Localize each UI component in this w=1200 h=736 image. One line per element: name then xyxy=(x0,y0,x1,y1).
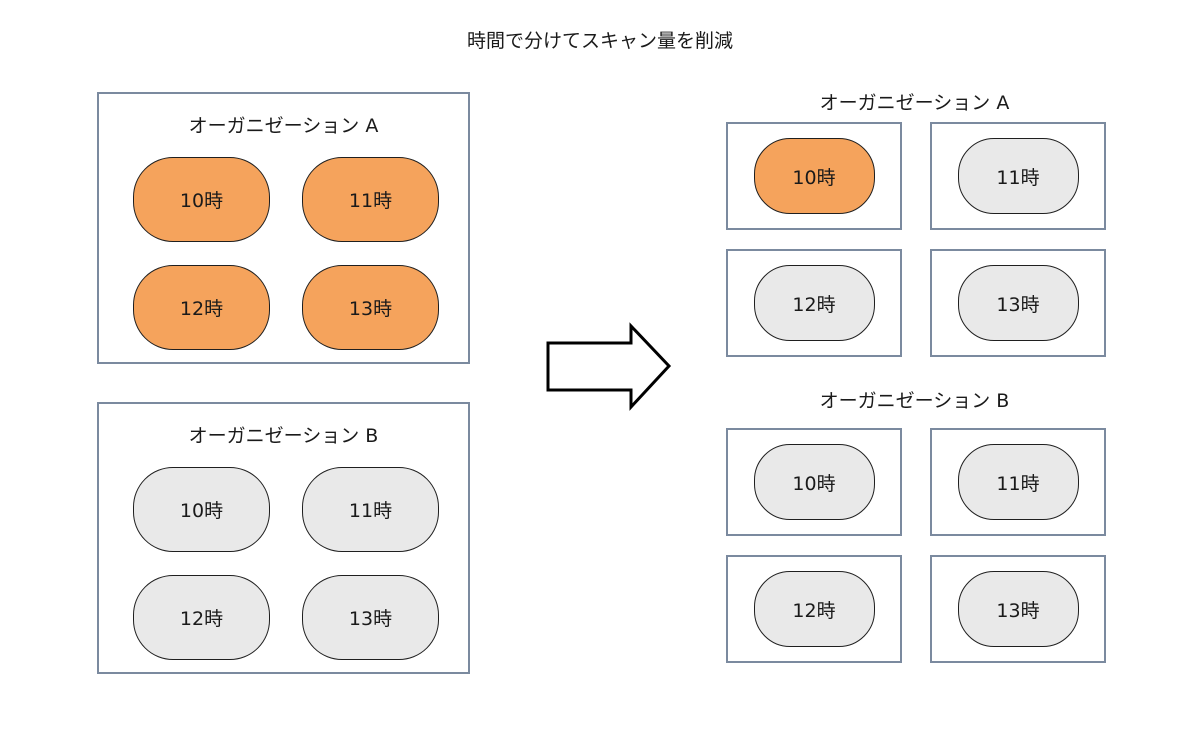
time-pill-before-b-13: 13時 xyxy=(302,575,439,660)
after-slot-box-b-12: 12時 xyxy=(726,555,902,663)
after-org-b-label: オーガニゼーション B xyxy=(819,390,1010,412)
time-pill-after-a-11: 11時 xyxy=(957,138,1079,214)
time-pill-after-a-12: 12時 xyxy=(753,265,875,341)
time-pill-before-a-11: 11時 xyxy=(302,157,439,242)
after-slot-box-a-11: 11時 xyxy=(930,122,1106,230)
after-slot-box-a-12: 12時 xyxy=(726,249,902,357)
right-arrow-icon xyxy=(546,322,672,411)
time-pill-before-b-11: 11時 xyxy=(302,467,439,552)
time-pill-after-a-10: 10時 xyxy=(753,138,875,214)
time-pill-after-a-13: 13時 xyxy=(957,265,1079,341)
after-slot-box-b-10: 10時 xyxy=(726,428,902,536)
time-pill-before-a-10: 10時 xyxy=(133,157,270,242)
time-pill-before-b-12: 12時 xyxy=(133,575,270,660)
after-slot-box-a-10: 10時 xyxy=(726,122,902,230)
before-org-b-box: オーガニゼーション B 10時 11時 12時 13時 xyxy=(97,402,470,674)
time-pill-after-b-13: 13時 xyxy=(957,571,1079,647)
after-org-a-label: オーガニゼーション A xyxy=(819,92,1010,114)
before-org-a-label: オーガニゼーション A xyxy=(188,115,379,137)
after-slot-box-b-13: 13時 xyxy=(930,555,1106,663)
time-pill-before-a-12: 12時 xyxy=(133,265,270,350)
time-pill-after-b-11: 11時 xyxy=(957,444,1079,520)
diagram-title: 時間で分けてスキャン量を削減 xyxy=(466,30,733,52)
before-org-b-label: オーガニゼーション B xyxy=(188,425,379,447)
after-slot-box-b-11: 11時 xyxy=(930,428,1106,536)
time-pill-before-a-13: 13時 xyxy=(302,265,439,350)
time-pill-after-b-10: 10時 xyxy=(753,444,875,520)
time-pill-before-b-10: 10時 xyxy=(133,467,270,552)
after-slot-box-a-13: 13時 xyxy=(930,249,1106,357)
time-pill-after-b-12: 12時 xyxy=(753,571,875,647)
before-org-a-box: オーガニゼーション A 10時 11時 12時 13時 xyxy=(97,92,470,364)
